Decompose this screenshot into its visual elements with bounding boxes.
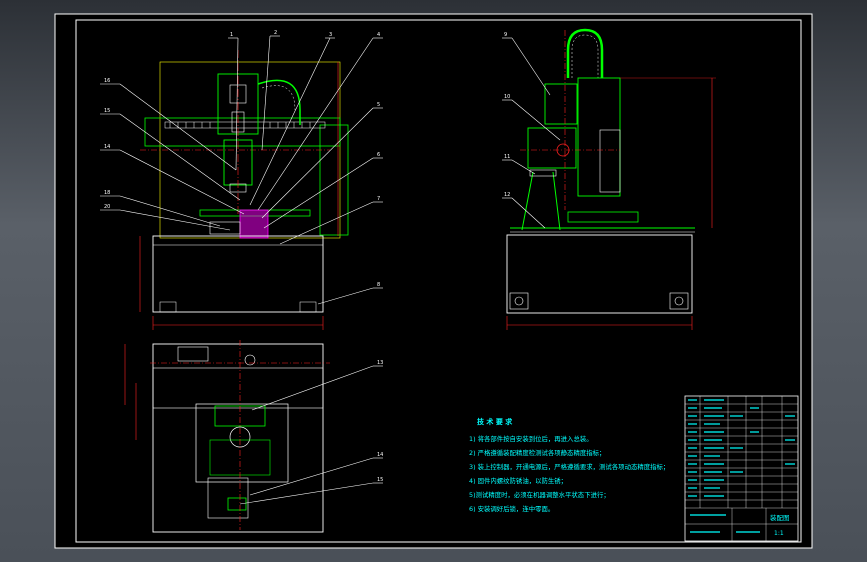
- drawing-sheet: [54, 13, 813, 549]
- tech-req-item-4: 4) 固件内螺纹防锈油，以防生锈；: [469, 476, 567, 485]
- callout-16: 16: [104, 78, 110, 84]
- tech-req-item-1: 1) 将各部件按自安装到位后，再进入总装。: [469, 434, 593, 443]
- front-view: 1 2 3 4 5 6 7 8 16 15 14 18 20: [100, 30, 383, 330]
- callout-6: 6: [377, 152, 380, 158]
- callout-14-top: 14: [377, 452, 383, 458]
- callout-1: 1: [230, 32, 233, 38]
- title-block: 装配图 1:1: [684, 395, 799, 542]
- tech-req-title: 技 术 要 求: [477, 417, 513, 426]
- drawing-scale: 1:1: [774, 530, 784, 537]
- callout-13: 13: [377, 360, 383, 366]
- tech-req-item-2: 2) 严格遵循装配精度检测试各项静态精度指标；: [469, 448, 605, 457]
- technical-requirements: 技 术 要 求 1) 将各部件按自安装到位后，再进入总装。 2) 严格遵循装配精…: [469, 417, 669, 513]
- callout-12: 12: [504, 192, 510, 198]
- callout-7: 7: [377, 196, 380, 202]
- inner-border: [75, 19, 802, 543]
- tech-req-item-5: 5)测试精度时，必须在机器调整水平状态下进行；: [469, 490, 610, 499]
- top-view: 13 14 15: [124, 340, 383, 533]
- callout-20: 20: [104, 204, 110, 210]
- callout-18: 18: [104, 190, 110, 196]
- tech-req-item-6: 6) 安装调好后锁，连中零面。: [469, 504, 554, 513]
- callout-10: 10: [504, 94, 510, 100]
- callout-8: 8: [377, 282, 380, 288]
- tech-req-item-3: 3) 装上控制器，开通电源后，严格遵循要求，测试各项动态精度指标；: [469, 462, 669, 471]
- callout-9: 9: [504, 32, 507, 38]
- callout-11: 11: [504, 154, 510, 160]
- callout-3: 3: [329, 32, 332, 38]
- callout-2: 2: [274, 30, 277, 36]
- callout-15-top: 15: [377, 477, 383, 483]
- callout-15: 15: [104, 108, 110, 114]
- callout-4: 4: [377, 32, 380, 38]
- callout-5: 5: [377, 102, 380, 108]
- callout-14: 14: [104, 144, 110, 150]
- side-view: 9 10 11 12: [502, 28, 716, 330]
- drawing-name: 装配图: [770, 513, 790, 522]
